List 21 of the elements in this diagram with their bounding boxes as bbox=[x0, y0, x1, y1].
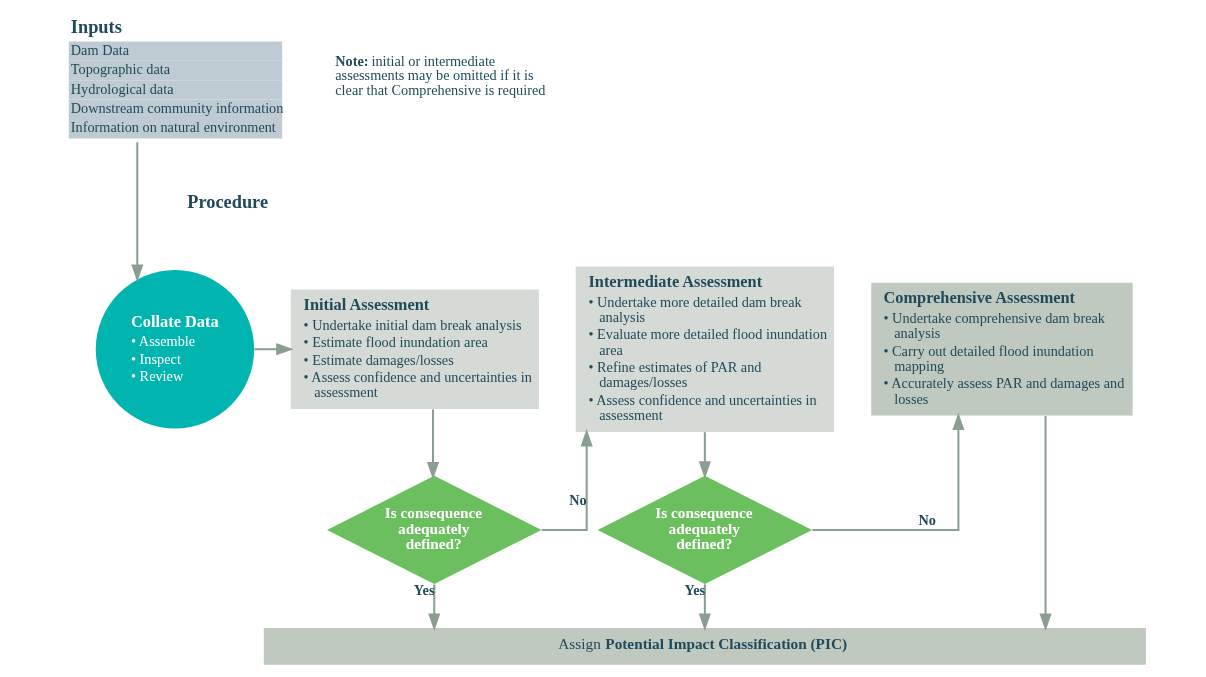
node-diamond: Is consequence adequately defined? bbox=[597, 475, 813, 585]
node-box: Comprehensive Assessment • Undertake comprehensive dam break analysis • Carry out detailed flood inundation mapping • Accurately assess PAR and damages and losses bbox=[871, 282, 1133, 416]
edge-label: No bbox=[569, 492, 587, 509]
node-circle: Collate Data • Assemble • Inspect • Review bbox=[95, 270, 255, 429]
node-box: Assign Potential Impact Classification (PIC) bbox=[263, 627, 1146, 665]
node-box: Intermediate Assessment • Undertake more detailed dam break analysis • Evaluate more detailed flood inundation area • Refine estimates of PAR and damages/losses • Assess confidence and uncertainties in assessment bbox=[575, 266, 834, 432]
arrow bbox=[254, 343, 294, 356]
arrow bbox=[131, 142, 144, 282]
arrow bbox=[812, 412, 965, 531]
node-label: Inputs bbox=[70, 16, 122, 37]
arrow bbox=[426, 409, 440, 480]
arrow bbox=[698, 432, 711, 479]
node-box: Initial Assessment • Undertake initial dam break analysis • Estimate flood inundation area • Estimate damages/losses • Assess confidence and uncertainties in assessment bbox=[290, 289, 539, 409]
edge-label: No bbox=[918, 512, 936, 529]
arrow bbox=[1039, 415, 1052, 631]
arrow bbox=[698, 584, 711, 631]
node-diamond: Is consequence adequately defined? bbox=[327, 475, 542, 585]
arrow bbox=[541, 429, 593, 531]
label: Procedure bbox=[187, 191, 269, 212]
label: Note: initial or intermediate assessments may be omitted if it is clear that Comprehensive is required bbox=[335, 53, 546, 98]
arrow bbox=[428, 584, 441, 631]
